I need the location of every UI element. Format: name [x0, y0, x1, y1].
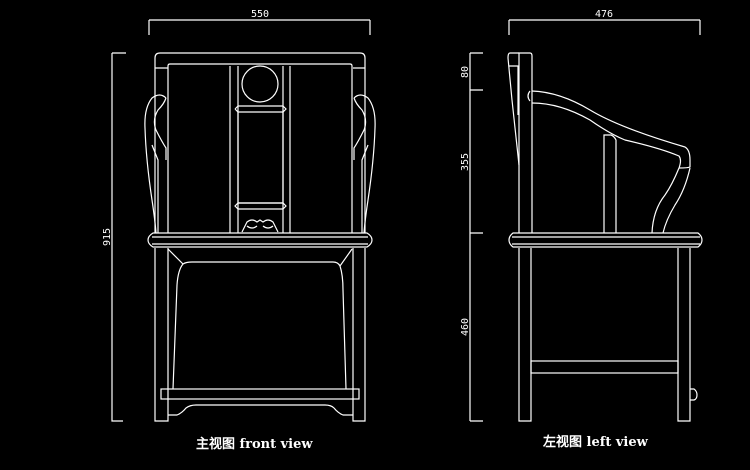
- front-width-label: 550: [251, 9, 269, 20]
- left-backrest: [507, 52, 691, 234]
- front-view-caption: 主视图 front view: [196, 436, 313, 452]
- front-width-dimension: 550: [148, 9, 371, 35]
- front-view: 550 915: [102, 9, 376, 452]
- front-backrest: [154, 52, 366, 233]
- left-height-dimensions: 80 355 460: [460, 52, 483, 422]
- knob: [690, 388, 698, 401]
- front-arms: [144, 94, 376, 234]
- left-seat: [508, 232, 703, 248]
- dim-355-label: 355: [460, 153, 471, 171]
- front-legs: [154, 248, 366, 422]
- front-height-dimension: 915: [102, 52, 126, 422]
- left-view: 476 80 355 460 左视图 left view: [460, 9, 703, 450]
- left-depth-label: 476: [595, 9, 613, 20]
- left-view-caption: 左视图 left view: [543, 434, 649, 450]
- left-depth-dimension: 476: [508, 9, 701, 35]
- left-legs: [518, 248, 698, 422]
- dim-80-label: 80: [460, 66, 471, 78]
- front-seat: [147, 232, 373, 248]
- dim-460-label: 460: [460, 318, 471, 336]
- front-height-label: 915: [102, 228, 113, 246]
